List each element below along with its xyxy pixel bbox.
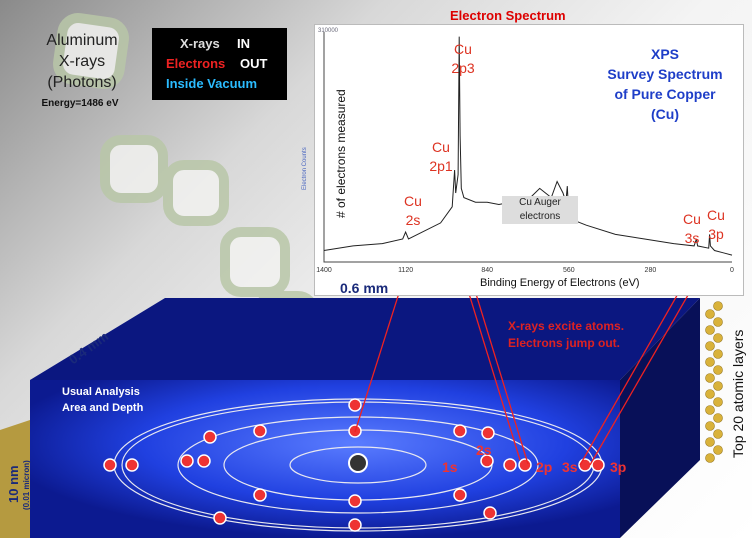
atom-layer-dot [713, 301, 723, 311]
x-tick-label: 280 [645, 267, 657, 274]
excite-line: X-rays excite atoms. [508, 319, 625, 333]
peak-text: 3p [708, 226, 724, 242]
orbit-label-2p: 2p [536, 459, 553, 475]
atom-layer-dot [705, 373, 715, 383]
spectrum-chart: 1400 1120 840 560 280 0 [316, 32, 734, 274]
peak-text: 3s [684, 230, 700, 246]
legend-out: OUT [240, 56, 268, 71]
peak-text: Cu [432, 139, 450, 155]
gold-substrate [0, 420, 30, 538]
xray-energy: Energy=1486 eV [41, 98, 119, 109]
peak-label-auger: Cu Auger electrons [502, 196, 578, 224]
excite-line: Electrons jump out. [508, 336, 621, 350]
atom-layer-dot [713, 333, 723, 343]
x-tick-label: 0 [730, 267, 734, 274]
atom-layer-dot [713, 445, 723, 455]
xps-line: of Pure Copper [614, 86, 716, 102]
nm-label: 10 nm [6, 465, 21, 503]
atomic-layers [705, 301, 723, 463]
spectrum-panel [314, 24, 744, 296]
x-axis-label: Binding Energy of Electrons (eV) [480, 277, 640, 289]
legend-in: IN [237, 36, 250, 51]
atom-model [103, 398, 605, 532]
atom-layer-dot [705, 437, 715, 447]
electrons [103, 398, 605, 532]
peak-text: electrons [519, 211, 561, 222]
analysis-line: Area and Depth [62, 402, 144, 414]
peak-text: Cu [683, 211, 701, 227]
analysis-label: Usual Analysis Area and Depth [62, 384, 143, 416]
peak-label-cu2p1: Cu 2p1 [424, 138, 458, 176]
peak-label-cu2s: Cu 2s [398, 192, 428, 230]
orbit-label-1s: 1s [442, 459, 458, 475]
legend-electrons: Electrons [166, 56, 226, 71]
spectrum-title: Electron Spectrum [450, 8, 566, 23]
y-small-label: Electron Counts [302, 147, 308, 190]
legend-box: X-rays IN Electrons OUT Inside Vacuum [152, 28, 287, 100]
x-tick-label: 1400 [316, 267, 332, 274]
peak-text: 2p1 [429, 158, 453, 174]
peak-text: Cu [454, 41, 472, 57]
sample-block [0, 298, 700, 538]
orbit-1s [289, 446, 427, 484]
orbit-label-3s: 3s [562, 459, 578, 475]
sample-top-face [30, 298, 700, 380]
peak-label-cu3s: Cu 3s [680, 210, 704, 248]
peak-text: 2s [405, 212, 421, 228]
x-tick-label: 560 [563, 267, 575, 274]
x-tick-label: 1120 [398, 267, 413, 274]
atom-layer-dot [705, 357, 715, 367]
atom-layer-dot [705, 421, 715, 431]
atom-layer-dot [713, 413, 723, 423]
peak-text: 2p3 [451, 60, 475, 76]
width-label: 0.6 mm [340, 280, 389, 296]
atom-layer-dot [705, 341, 715, 351]
micron-label: (0.01 micron) [22, 460, 31, 510]
spectrum-line [323, 36, 733, 256]
peak-label-cu3p: Cu 3p [704, 206, 728, 244]
xps-line: XPS [650, 46, 679, 62]
orbit-2p [177, 416, 539, 514]
atom-layer-dot [705, 405, 715, 415]
atom-layer-dot [705, 325, 715, 335]
analysis-line: Usual Analysis [62, 386, 140, 398]
atom-layer-dot [713, 381, 723, 391]
atom-layer-dot [713, 365, 723, 375]
xray-title-line: Aluminum [46, 32, 118, 49]
xps-line: (Cu) [651, 106, 679, 122]
xps-title: XPS Survey Spectrum of Pure Copper (Cu) [600, 44, 730, 124]
peak-text: Cu [404, 193, 422, 209]
atom-layer-dot [705, 389, 715, 399]
orbit-label-3p: 3p [610, 459, 627, 475]
orbit-label-2s: 2s [476, 442, 492, 458]
layers-label: Top 20 atomic layers [730, 329, 746, 458]
sample-side-face [620, 298, 700, 538]
chart-axes [323, 32, 732, 263]
x-tick-label: 840 [481, 267, 493, 274]
xray-title-line: (Photons) [47, 74, 117, 91]
excite-label: X-rays excite atoms. Electrons jump out. [508, 318, 624, 352]
nucleus [348, 453, 368, 473]
atom-layer-dot [713, 349, 723, 359]
peak-text: Cu Auger [519, 197, 561, 208]
atom-layer-dot [705, 453, 715, 463]
peak-text: Cu [707, 207, 725, 223]
peak-label-cu2p3: Cu 2p3 [446, 40, 480, 78]
xps-line: Survey Spectrum [607, 66, 723, 82]
atom-layer-dot [705, 309, 715, 319]
y-tick-top: 310000 [318, 28, 339, 34]
atom-layer-dot [713, 397, 723, 407]
atom-layer-dot [713, 317, 723, 327]
atom-layer-dot [713, 429, 723, 439]
xray-title-line: X-rays [58, 53, 106, 70]
legend-xrays: X-rays [180, 36, 220, 51]
xray-source-title: Aluminum X-rays (Photons) [22, 30, 142, 93]
legend-vacuum: Inside Vacuum [166, 76, 258, 91]
